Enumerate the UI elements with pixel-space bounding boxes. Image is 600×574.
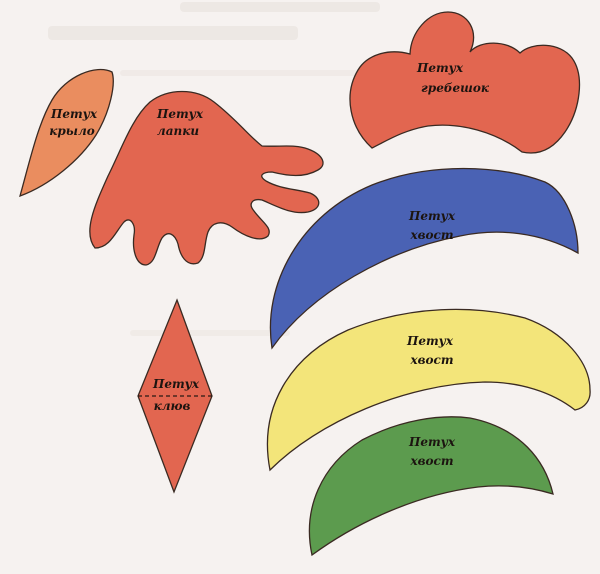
comb-shape — [349, 11, 581, 154]
tail-blue-label-name: хвост — [409, 228, 453, 242]
tail-green-piece[interactable]: Петух хвост — [308, 416, 554, 557]
wing-label-name: крыло — [49, 124, 95, 138]
feet-label-title: Петух — [156, 107, 204, 121]
tail-yellow-label-title: Петух — [406, 334, 454, 348]
wing-label-title: Петух — [50, 107, 98, 121]
tail-blue-shape — [269, 167, 579, 350]
wing-piece[interactable]: Петух крыло — [19, 68, 114, 198]
wing-shape — [19, 68, 114, 198]
comb-label-title: Петух — [416, 61, 464, 75]
feet-shape — [89, 90, 324, 266]
feet-label-name: лапки — [157, 124, 199, 138]
beak-label-name: клюв — [154, 399, 191, 413]
tail-yellow-piece[interactable]: Петух хвост — [266, 308, 591, 472]
tail-yellow-label-name: хвост — [409, 353, 453, 367]
tail-yellow-shape — [266, 308, 591, 472]
tail-green-label-name: хвост — [409, 454, 453, 468]
comb-piece[interactable]: Петух гребешок — [349, 11, 581, 154]
beak-piece[interactable]: Петух клюв — [137, 298, 213, 494]
tail-blue-piece[interactable]: Петух хвост — [269, 167, 579, 350]
tail-green-shape — [308, 416, 554, 557]
comb-label-name: гребешок — [421, 81, 490, 95]
feet-piece[interactable]: Петух лапки — [89, 90, 324, 266]
beak-label-title: Петух — [152, 377, 200, 391]
tail-blue-label-title: Петух — [408, 209, 456, 223]
tail-green-label-title: Петух — [408, 435, 456, 449]
